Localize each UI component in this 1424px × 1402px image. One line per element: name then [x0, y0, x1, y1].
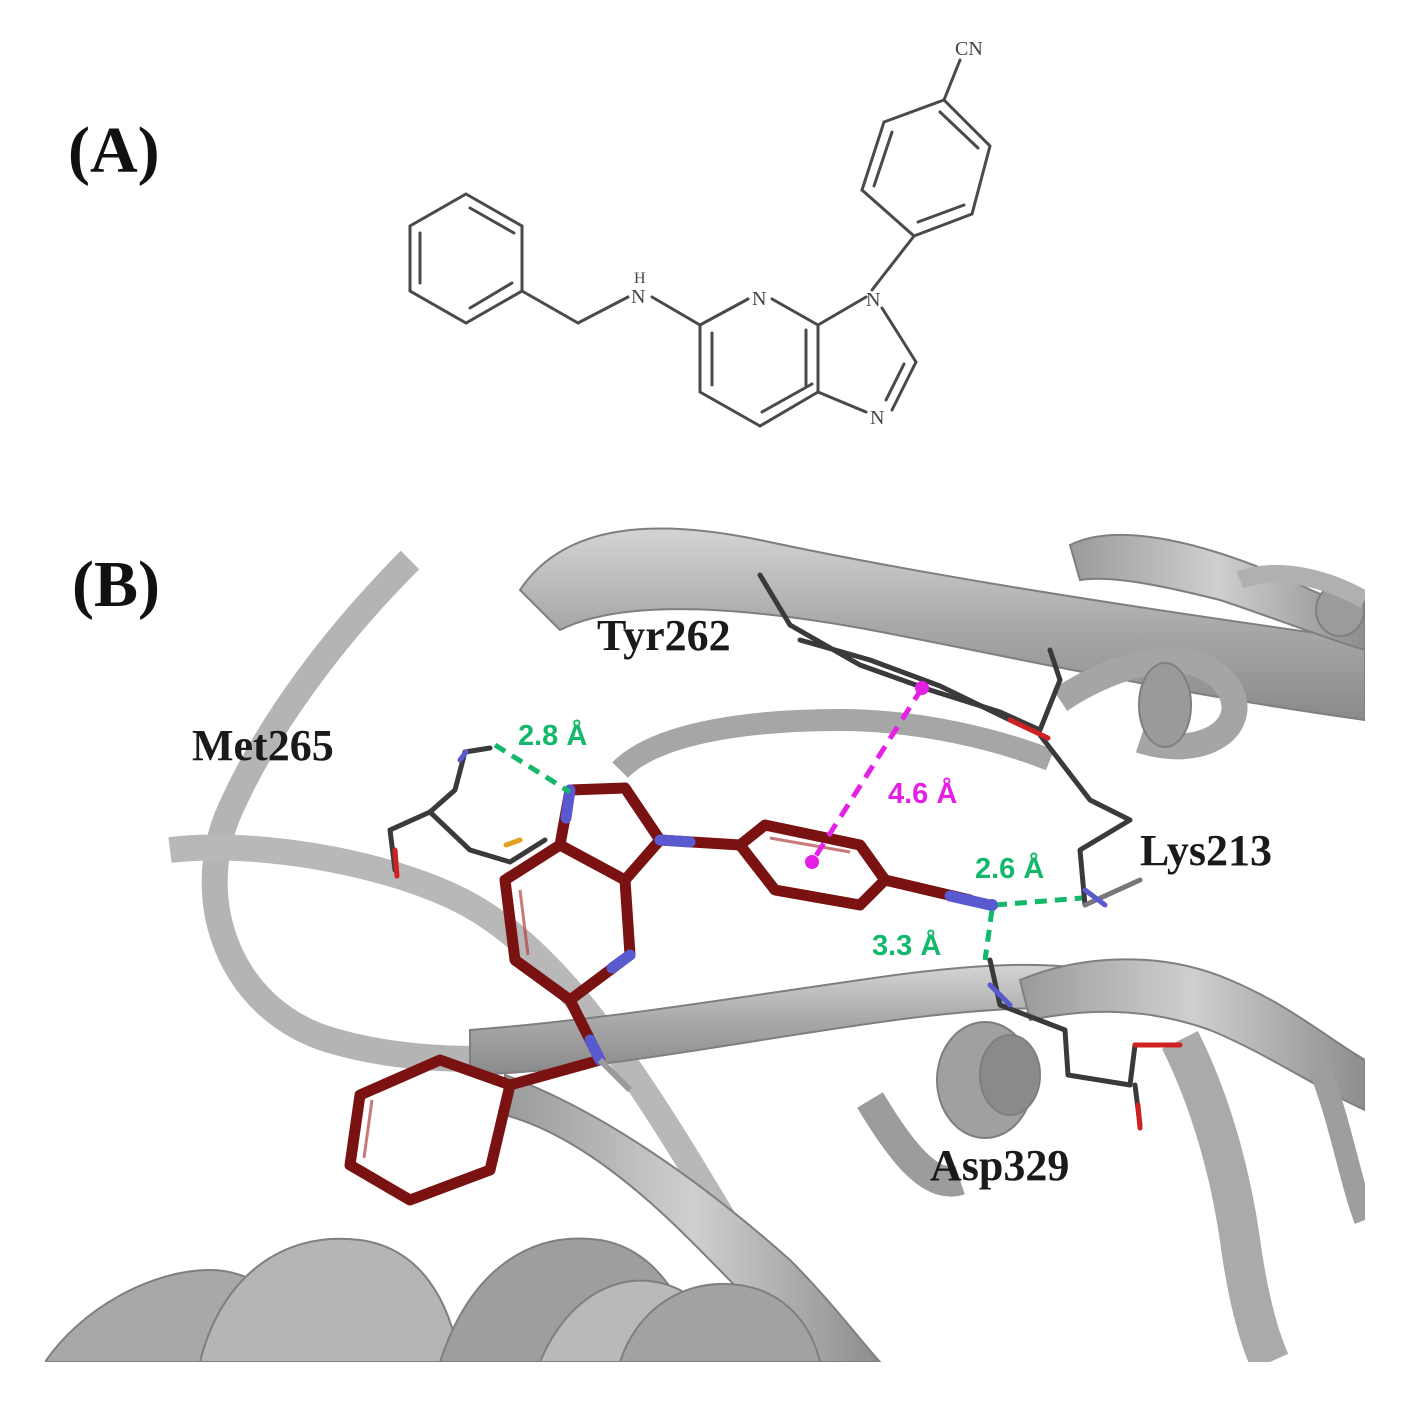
- lys-distance-label: 2.6 Å: [975, 852, 1044, 885]
- n-aryl-bond: [870, 234, 916, 292]
- pyridine-ring: [698, 297, 820, 428]
- tyr-centroid: [915, 681, 929, 695]
- imidazole-n-label: N: [870, 407, 884, 429]
- nitrile-label: CN: [955, 38, 983, 60]
- atom-labels: CN H N N N N: [631, 38, 983, 429]
- panel-b-label: (B): [72, 548, 160, 621]
- ligand-centroid: [805, 855, 819, 869]
- tyr-pi-line: [809, 686, 925, 864]
- amine-h-label: H: [634, 270, 646, 287]
- met265-label: Met265: [192, 721, 334, 770]
- ch2-bond: [520, 289, 580, 325]
- interactions: [493, 681, 1083, 961]
- asp329-label: Asp329: [930, 1141, 1069, 1190]
- residue-labels: Tyr262 Met265 Lys213 Asp329: [192, 611, 1272, 1190]
- chemical-structure: [408, 58, 992, 428]
- panel-a-label: (A): [68, 114, 160, 187]
- asp-distance-label: 3.3 Å: [872, 929, 941, 962]
- panel-a: (A): [68, 38, 992, 429]
- lys213-label: Lys213: [1140, 826, 1272, 875]
- residue-sticks: [387, 572, 1143, 1128]
- distance-labels: 2.8 Å 4.6 Å 2.6 Å 3.3 Å: [518, 719, 1044, 962]
- imidazole-ring: [816, 295, 918, 414]
- lys-hbond-line: [994, 895, 1083, 908]
- ligand-nitrogens: [560, 784, 996, 1066]
- cyanophenyl-ring: [860, 98, 992, 238]
- amine-h-stick: [597, 1057, 633, 1093]
- met-distance-label: 2.8 Å: [518, 719, 587, 752]
- n-ring-bond: [650, 295, 702, 327]
- protein-ribbons: [45, 527, 1365, 1362]
- met-hbond-line: [493, 742, 572, 795]
- pyridine-n-label: N: [752, 288, 766, 310]
- tyr262-label: Tyr262: [597, 611, 731, 660]
- nitrile-bond: [942, 58, 962, 102]
- ligand-highlight: [362, 836, 851, 1159]
- benzene-ring: [408, 192, 524, 325]
- tyr-distance-label: 4.6 Å: [888, 777, 957, 810]
- amine-n-label: N: [631, 286, 645, 308]
- imidazole-n-aryl-label: N: [866, 289, 880, 311]
- n-ch2-bond: [576, 295, 630, 325]
- panel-b: 2.8 Å 4.6 Å 2.6 Å 3.3 Å (B) Tyr262 Met26…: [45, 527, 1365, 1362]
- nitrile-n-atom: [986, 899, 998, 911]
- heteroatoms: [392, 717, 1183, 1131]
- docking-scene: 2.8 Å 4.6 Å 2.6 Å 3.3 Å: [45, 527, 1365, 1362]
- asp-hbond-line: [982, 909, 995, 961]
